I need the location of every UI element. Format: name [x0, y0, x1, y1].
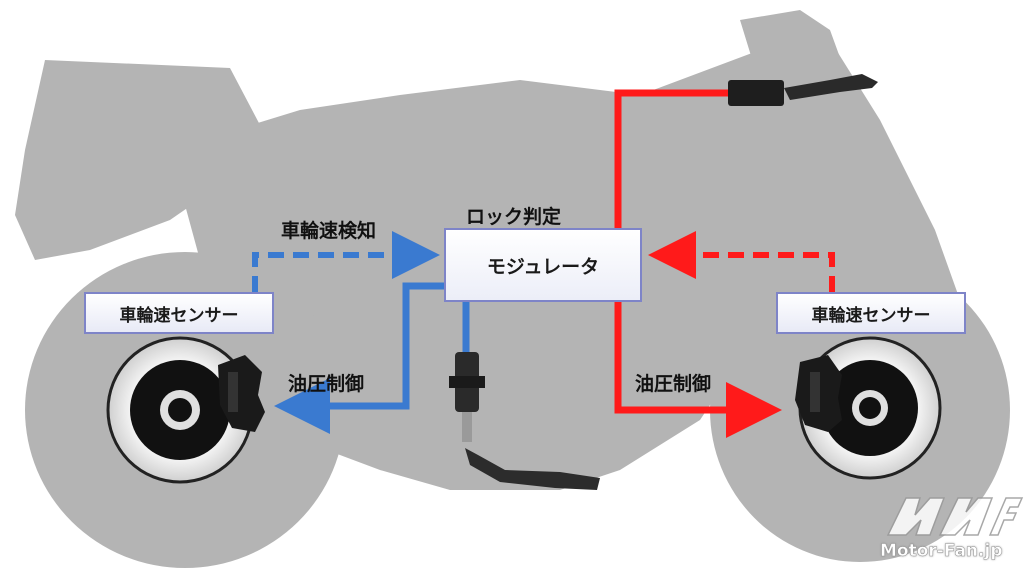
- watermark-text: Motor-Fan.jp: [880, 541, 1003, 562]
- front-wheel-speed-line: [648, 231, 835, 292]
- rear-master-cylinder: [449, 352, 485, 442]
- rear-hydraulic-control-label: 油圧制御: [288, 373, 365, 395]
- lock-judgment-label: ロック判定: [466, 206, 562, 228]
- rear-sensor-label: 車輪速センサー: [119, 305, 239, 326]
- rear-brake-pedal: [465, 448, 600, 490]
- front-caliper: [795, 355, 842, 432]
- rear-hydraulic-line: [274, 282, 470, 434]
- wheel-speed-detection-label: 車輪速検知: [281, 220, 377, 242]
- rear-wheel-speed-sensor: 車輪速センサー: [84, 292, 274, 334]
- rear-brake-disc: [106, 336, 254, 484]
- modulator-label: モジュレータ: [486, 255, 600, 278]
- rear-wheel-speed-line: [252, 231, 440, 292]
- modulator-box: モジュレータ: [444, 228, 642, 302]
- rear-caliper: [218, 355, 265, 432]
- front-sensor-label: 車輪速センサー: [811, 305, 931, 326]
- front-brake-lever: [728, 74, 878, 106]
- front-wheel-speed-sensor: 車輪速センサー: [776, 292, 966, 334]
- front-hydraulic-control-label: 油圧制御: [635, 373, 712, 395]
- watermark-logo: [886, 497, 1024, 536]
